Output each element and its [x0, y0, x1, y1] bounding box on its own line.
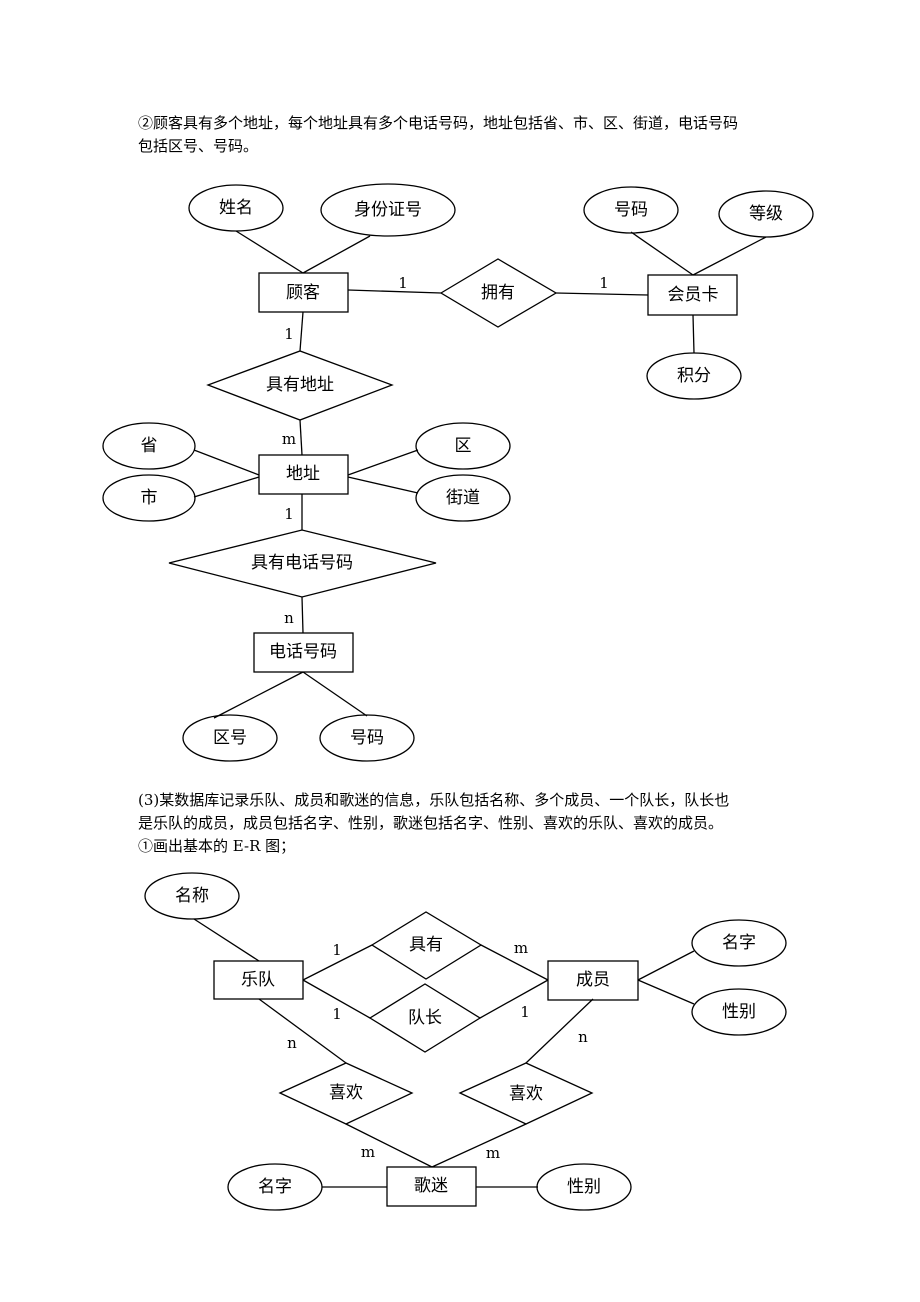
attribute-card-number: 号码	[614, 200, 648, 220]
text-line: 包括区号、号码。	[138, 137, 259, 155]
attribute-oval-phone-number	[319, 714, 415, 762]
connector-lines	[193, 918, 695, 1188]
attribute-level: 等级	[749, 204, 783, 224]
attribute-city: 市	[141, 488, 158, 508]
attribute-oval-city	[102, 474, 196, 522]
text-line: 是乐队的成员，成员包括名字、性别，歌迷包括名字、性别、喜欢的乐队、喜欢的成员。	[138, 814, 724, 832]
attribute-oval-member-name	[691, 919, 787, 967]
entity-fan: 歌迷	[414, 1176, 448, 1196]
attribute-oval-fan-name	[227, 1163, 323, 1211]
entity-box-fan	[386, 1166, 477, 1207]
relationship-diamonds	[168, 258, 558, 598]
relationship-diamond-has-address	[206, 350, 394, 421]
attribute-oval-district	[415, 422, 511, 470]
cardinality-label: 1	[284, 325, 294, 343]
text-line: (3)某数据库记录乐队、成员和歌迷的信息，乐队包括名称、多个成员、一个队长，队长…	[138, 791, 730, 809]
attribute-band-name: 名称	[175, 886, 209, 906]
attribute-ovals	[144, 872, 787, 1211]
entity-boxes	[253, 272, 738, 673]
attribute-oval-name	[188, 184, 284, 232]
relationship-diamonds	[278, 911, 594, 1125]
attribute-oval-card-number	[583, 186, 679, 234]
entity-box-member	[547, 960, 639, 1001]
cardinality-label: 1	[398, 274, 408, 292]
entity-member-card: 会员卡	[668, 285, 719, 305]
entity-band: 乐队	[241, 970, 275, 990]
cardinality-label: n	[287, 1034, 297, 1052]
entity-box-customer	[258, 272, 349, 313]
attribute-fan-gender: 性别	[567, 1177, 601, 1197]
attribute-oval-level	[718, 190, 814, 238]
entity-phone: 电话号码	[269, 642, 337, 662]
er-diagram-customer: 姓名 身份证号 号码 等级 积分 省 市 区 街道 区号 号码 顾客 会员卡 地…	[102, 183, 814, 762]
attribute-oval-member-gender	[691, 988, 787, 1036]
attribute-oval-id-number	[320, 183, 456, 237]
relationship-likes-member: 喜欢	[509, 1084, 543, 1104]
cardinality-label: m	[514, 939, 528, 957]
attribute-oval-fan-gender	[536, 1163, 632, 1211]
relationship-diamond-likes-member	[458, 1062, 594, 1125]
entity-box-phone	[253, 632, 354, 673]
relationship-captain: 队长	[408, 1008, 442, 1028]
relationship-likes-band: 喜欢	[329, 1083, 363, 1103]
relationship-has: 具有	[409, 935, 443, 955]
cardinality-label: 1	[599, 274, 609, 292]
problem-3-text: (3)某数据库记录乐队、成员和歌迷的信息，乐队包括名称、多个成员、一个队长，队长…	[138, 789, 798, 858]
attribute-ovals	[102, 183, 814, 762]
attribute-district: 区	[455, 436, 472, 456]
text-line: ②顾客具有多个地址，每个地址具有多个电话号码，地址包括省、市、区、街道，电话号码	[138, 114, 739, 132]
attribute-oval-points	[646, 352, 742, 400]
cardinality-label: n	[284, 609, 294, 627]
attribute-member-gender: 性别	[722, 1002, 756, 1022]
attribute-street: 街道	[446, 488, 480, 508]
cardinality-label: m	[486, 1144, 500, 1162]
relationship-diamond-owns	[439, 258, 558, 328]
attribute-area-code: 区号	[213, 728, 247, 748]
entity-member: 成员	[576, 970, 610, 990]
connector-lines	[193, 230, 767, 719]
entity-address: 地址	[286, 464, 320, 484]
relationship-diamond-likes-band	[278, 1062, 414, 1125]
cardinality-label: m	[361, 1143, 375, 1161]
attribute-oval-area-code	[182, 714, 278, 762]
attribute-name: 姓名	[219, 198, 253, 218]
attribute-oval-province	[102, 422, 196, 470]
entity-box-address	[258, 454, 349, 495]
attribute-member-name: 名字	[722, 933, 756, 953]
cardinality-label: 1	[332, 1005, 342, 1023]
relationship-diamond-has	[370, 911, 483, 980]
problem-2-text: ②顾客具有多个地址，每个地址具有多个电话号码，地址包括省、市、区、街道，电话号码…	[138, 112, 798, 158]
entity-box-member-card	[647, 274, 738, 316]
attribute-phone-number: 号码	[350, 728, 384, 748]
attribute-province: 省	[141, 436, 158, 456]
cardinality-label: m	[282, 430, 296, 448]
attribute-oval-band-name	[144, 872, 240, 920]
cardinality-label: 1	[332, 941, 342, 959]
relationship-has-phone: 具有电话号码	[251, 553, 353, 573]
relationship-diamond-has-phone	[168, 529, 437, 598]
cardinality-label: n	[578, 1028, 588, 1046]
relationship-owns: 拥有	[481, 283, 515, 303]
entity-customer: 顾客	[286, 283, 320, 303]
relationship-diamond-captain	[368, 983, 482, 1053]
attribute-id-number: 身份证号	[354, 200, 422, 220]
attribute-points: 积分	[677, 366, 711, 386]
attribute-oval-street	[415, 474, 511, 522]
cardinality-label: 1	[284, 505, 294, 523]
relationship-has-address: 具有地址	[266, 375, 334, 395]
er-diagram-band: 名称 名字 性别 名字 性别 乐队 成员 歌迷 具有 队长 喜欢 喜欢 1 m …	[144, 872, 787, 1211]
cardinality-label: 1	[520, 1003, 530, 1021]
attribute-fan-name: 名字	[258, 1177, 292, 1197]
entity-box-band	[213, 960, 304, 1000]
entity-boxes	[213, 960, 639, 1207]
text-line: ①画出基本的 E-R 图；	[138, 837, 296, 855]
